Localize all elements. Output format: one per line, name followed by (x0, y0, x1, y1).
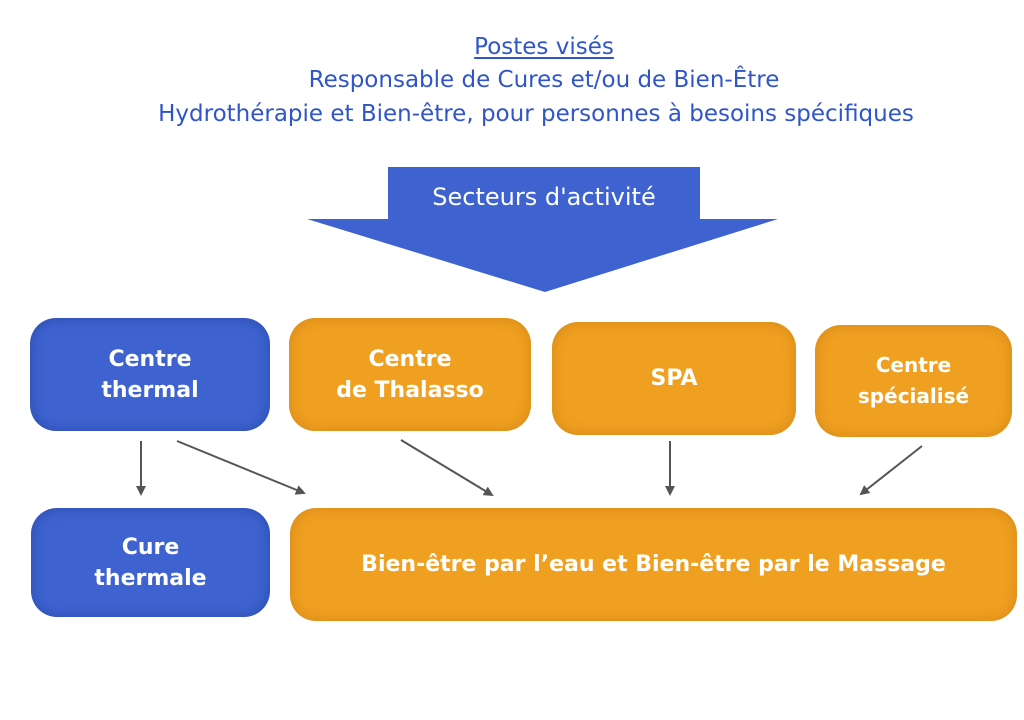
box-centre-thermal: Centre thermal (30, 318, 270, 431)
box-centre-thermal-label: Centre thermal (101, 346, 199, 403)
subtitle-speciality: Hydrothérapie et Bien-être, pour personn… (158, 101, 914, 127)
box-bien-etre: Bien-être par l’eau et Bien-être par le … (290, 508, 1017, 621)
arrow-thermal-to-bienetre (176, 440, 306, 495)
box-centre-specialise-label: Centre spécialisé (857, 353, 970, 408)
box-centre-specialise: Centre spécialisé (815, 325, 1012, 437)
box-cure-thermale-label: Cure thermale (94, 534, 207, 591)
box-centre-thalasso-label: Centre de Thalasso (336, 346, 484, 403)
sectors-arrow-label: Secteurs d'activité (432, 183, 656, 211)
arrow-specialise-to-bienetre (859, 445, 923, 496)
arrow-thalasso-to-bienetre (400, 439, 494, 497)
box-spa-label: SPA (650, 366, 698, 391)
sectors-arrow-shape (307, 167, 778, 292)
subtitle-role: Responsable de Cures et/ou de Bien-Être (308, 67, 780, 93)
box-spa: SPA (552, 322, 796, 435)
box-centre-thalasso: Centre de Thalasso (289, 318, 531, 431)
page-title: Postes visés (474, 34, 614, 60)
box-cure-thermale: Cure thermale (31, 508, 270, 617)
box-bien-etre-label: Bien-être par l’eau et Bien-être par le … (361, 552, 946, 577)
